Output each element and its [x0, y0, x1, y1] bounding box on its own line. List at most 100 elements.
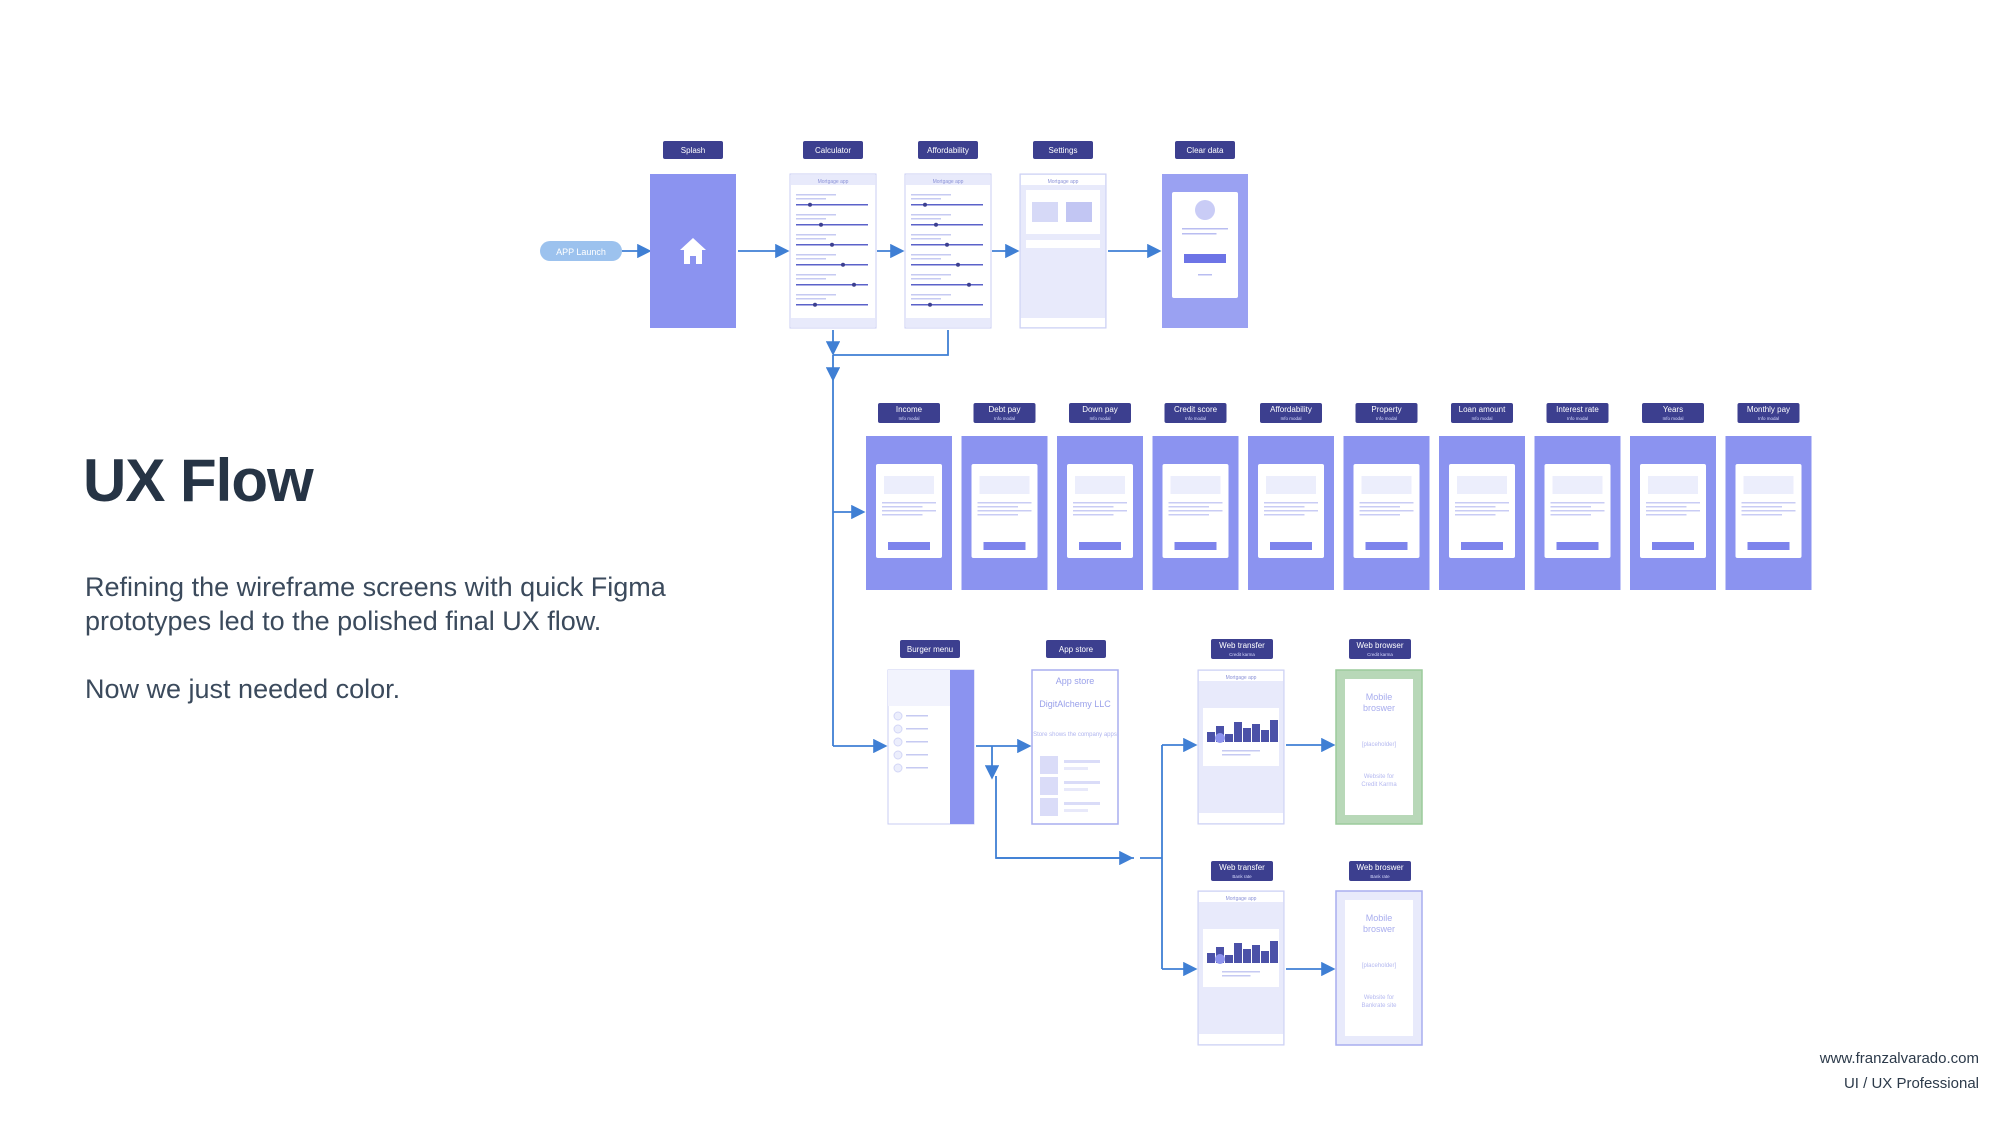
- wf-1-4-line: [796, 278, 826, 280]
- slider-knob: [928, 302, 932, 307]
- slider-knob: [945, 242, 949, 247]
- app-store-app-icon: [1040, 756, 1058, 774]
- wf-2-4-line: [911, 274, 951, 276]
- info-modal-header-7: [1552, 476, 1603, 494]
- wf-1-4-line: [796, 274, 836, 276]
- web-browser-placeholder-br: [placeholder]: [1362, 963, 1397, 969]
- info-modal-text-7-line: [1550, 506, 1591, 508]
- info-modal-button-2: [1079, 542, 1121, 550]
- wf-2-0-line: [911, 194, 951, 196]
- wf-2-4-line: [911, 278, 941, 280]
- web-transfer-bar: [1261, 951, 1269, 963]
- label-info-3-title: Credit score: [1174, 405, 1218, 414]
- label-info-2-sub: Info modal: [1089, 416, 1110, 421]
- label-splash-badge: [663, 141, 723, 159]
- slider-knob: [808, 202, 812, 207]
- label-webbrowser-br-title: Web broswer: [1357, 863, 1404, 872]
- slider-track: [911, 284, 983, 286]
- label-settings-badge: [1033, 141, 1093, 159]
- label-splash-title: Splash: [681, 146, 705, 155]
- wireframe-header-1: [791, 175, 875, 185]
- burger-item-line: [906, 715, 928, 717]
- wireframe-app-title-2: Mortgage app: [933, 179, 964, 185]
- label-info-5-title: Property: [1371, 405, 1401, 414]
- wf-2-0-line: [911, 198, 941, 200]
- web-browser-placeholder-cc: [placeholder]: [1362, 742, 1397, 748]
- wf-1-1-line: [796, 218, 826, 220]
- slider-knob: [967, 282, 971, 287]
- burger-item-line: [906, 741, 928, 743]
- web-transfer-bar: [1225, 734, 1233, 742]
- slider-track: [911, 264, 983, 266]
- label-webtransfer-br-title: Web transfer: [1219, 863, 1265, 872]
- clear-data-modal: [1172, 192, 1238, 298]
- label-info-6-badge: [1451, 403, 1513, 423]
- web-transfer-loader-br: [1215, 954, 1225, 964]
- info-modal-button-7: [1556, 542, 1599, 550]
- label-webbrowser-cc-badge: [1349, 639, 1411, 659]
- info-modal-text-9-line: [1741, 506, 1782, 508]
- wf-2-1-line: [911, 218, 941, 220]
- info-modal-text-6-line: [1455, 506, 1496, 508]
- label-info-0-badge: [878, 403, 940, 423]
- description-paragraph: Refining the wireframe screens with quic…: [85, 572, 666, 636]
- slider-knob: [852, 282, 856, 287]
- info-modal-header-5: [1361, 476, 1412, 494]
- label-clear-data-badge: [1175, 141, 1235, 159]
- app-store-app-line: [1064, 809, 1088, 812]
- web-transfer-bar: [1243, 728, 1251, 742]
- label-info-9-sub: Info modal: [1758, 416, 1779, 421]
- app-launch-pill: [540, 241, 622, 261]
- slider-track: [796, 224, 868, 226]
- info-modal-header-8: [1648, 476, 1698, 494]
- web-browser-site-2-br: Bankrate site: [1361, 1003, 1397, 1009]
- web-transfer-bar: [1225, 955, 1233, 963]
- info-modal-text-0-line: [882, 502, 936, 504]
- wireframe-tabbar-1: [791, 318, 875, 327]
- wireframe-2: [904, 173, 992, 329]
- app-store-app-line: [1064, 788, 1088, 791]
- burger-item-line: [906, 767, 928, 769]
- label-webbrowser-cc-title: Web browser: [1357, 641, 1404, 650]
- flow-connectors: [622, 243, 1336, 977]
- info-modal-button-6: [1461, 542, 1503, 550]
- app-store-app-line: [1064, 767, 1088, 770]
- label-info-8-title: Years: [1663, 405, 1683, 414]
- info-modal-text-8-line: [1646, 506, 1687, 508]
- slider-track: [796, 204, 868, 206]
- label-info-5-badge: [1355, 403, 1418, 423]
- wireframe-1: [789, 173, 877, 329]
- slider-track: [911, 204, 983, 206]
- label-calculator-badge: [803, 141, 863, 159]
- slider-track: [796, 264, 868, 266]
- info-modal-text-9-line: [1741, 510, 1796, 512]
- wf-2-1-line: [911, 214, 951, 216]
- info-modal-text-4-line: [1264, 502, 1318, 504]
- label-app-store-badge: [1046, 640, 1106, 658]
- web-transfer-bar: [1270, 941, 1278, 963]
- wireframe-header-2: [906, 175, 990, 185]
- wireframe-app-title-1: Mortgage app: [818, 179, 849, 185]
- label-info-4-badge: [1260, 403, 1322, 423]
- info-modal-header-4: [1266, 476, 1316, 494]
- web-transfer-bar: [1261, 730, 1269, 742]
- label-info-3-badge: [1164, 403, 1227, 423]
- footer-url: www.franzalvarado.com: [1819, 1050, 1979, 1067]
- info-modal-text-2-line: [1073, 514, 1114, 516]
- label-info-7-sub: Info modal: [1567, 416, 1588, 421]
- info-modal-text-2-line: [1073, 510, 1127, 512]
- label-info-8-sub: Info modal: [1662, 416, 1683, 421]
- app-store-company: DigitAlchemy LLC: [1039, 699, 1111, 709]
- info-modal-button-0: [888, 542, 930, 550]
- web-transfer-bar: [1243, 949, 1251, 963]
- info-modal-text-7-line: [1550, 502, 1605, 504]
- wf-2-3-line: [911, 254, 951, 256]
- slider-knob: [841, 262, 845, 267]
- info-modal-button-1: [983, 542, 1026, 550]
- info-modal-text-5-line: [1359, 502, 1414, 504]
- wf-1-2-line: [796, 238, 826, 240]
- label-burger-menu-title: Burger menu: [907, 645, 953, 654]
- wf-1-1-line: [796, 214, 836, 216]
- web-transfer-bar: [1207, 732, 1215, 742]
- slider-knob: [813, 302, 817, 307]
